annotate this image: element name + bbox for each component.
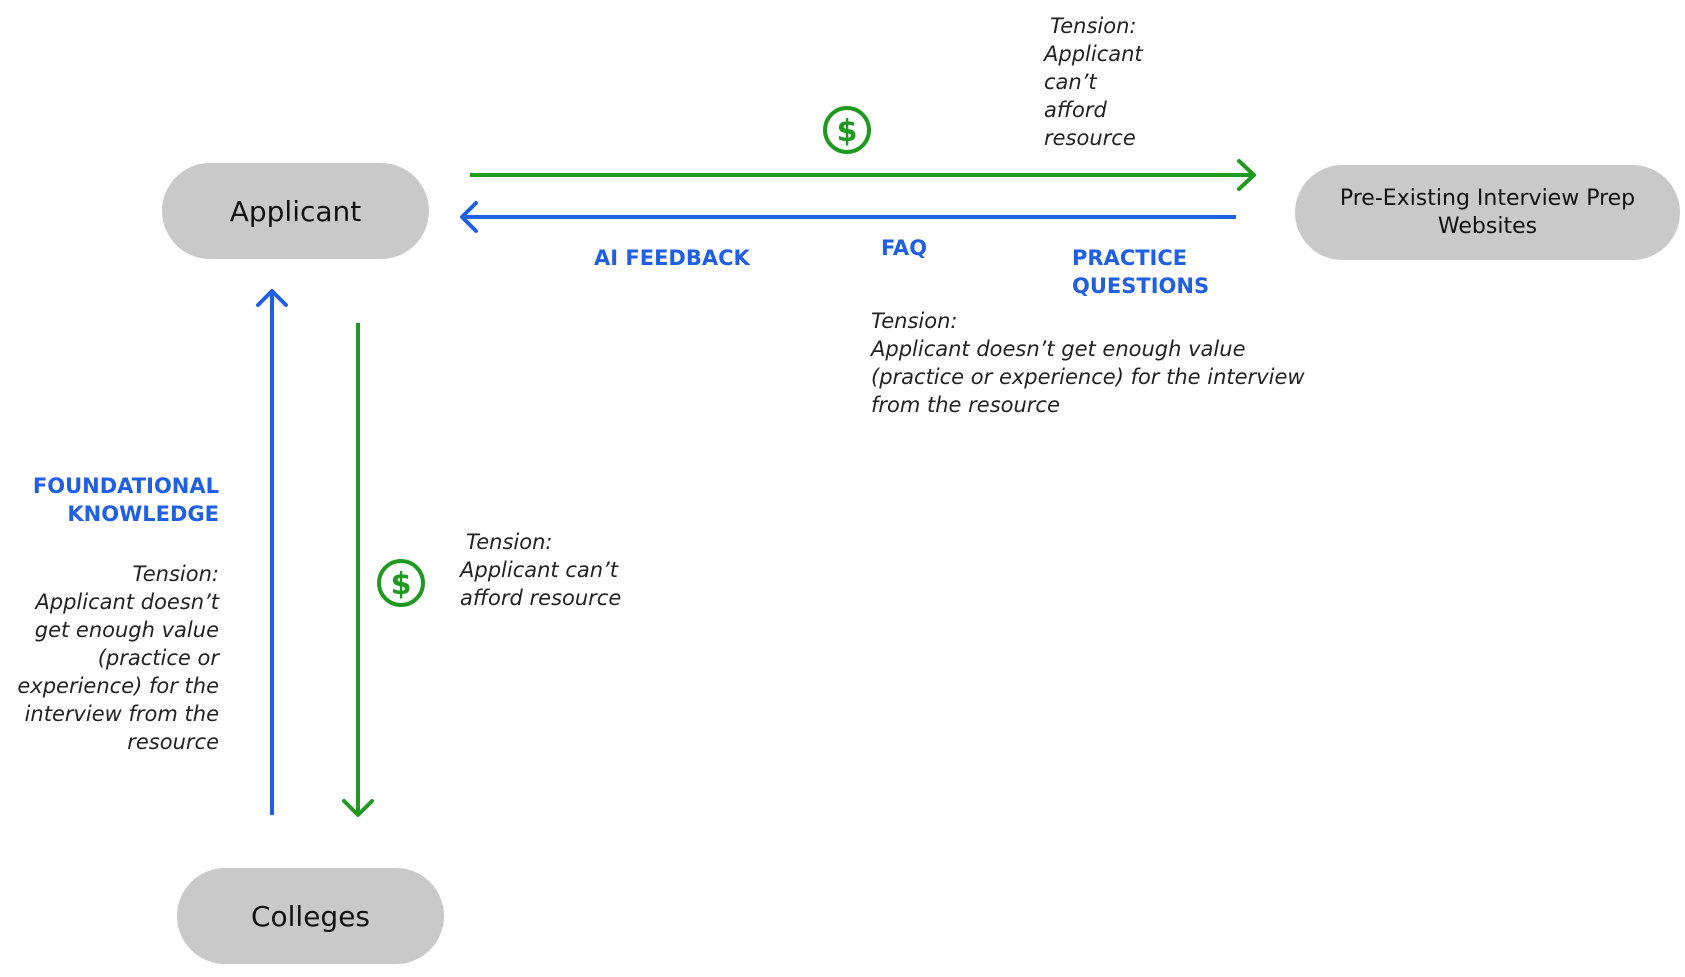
colleges-label: Colleges (250, 899, 371, 933)
tension-note-left-value: Tension: Applicant doesn’t get enough va… (17, 562, 219, 754)
practice-questions-label: PRACTICE QUESTIONS (1072, 246, 1210, 298)
tension-note-college-payment: Tension: Applicant can’t afford resource (460, 530, 622, 610)
ai-feedback-label: AI FEEDBACK (594, 246, 750, 270)
dollar-icon: $ (377, 559, 425, 607)
knowledge-arrow-up (256, 289, 288, 815)
faq-label: FAQ (881, 236, 928, 260)
applicant-label: Applicant (229, 194, 362, 228)
prep-websites-node: Pre-Existing Interview Prep Websites (1295, 165, 1680, 260)
svg-text:$: $ (837, 114, 858, 149)
svg-text:$: $ (391, 567, 412, 602)
tension-note-top-payment: Tension: Applicant can’t afford resource (1044, 14, 1143, 150)
payment-arrow-down (342, 323, 374, 817)
payment-arrow-to-prep (470, 159, 1256, 191)
applicant-node: Applicant (162, 163, 429, 259)
colleges-node: Colleges (177, 868, 444, 964)
foundational-knowledge-label: FOUNDATIONAL KNOWLEDGE (32, 474, 219, 526)
value-arrow-to-applicant (460, 201, 1236, 233)
dollar-icon: $ (823, 106, 871, 154)
tension-note-top-value: Tension: Applicant doesn’t get enough va… (871, 309, 1305, 417)
prep-websites-label: Pre-Existing Interview Prep Websites (1339, 185, 1636, 239)
